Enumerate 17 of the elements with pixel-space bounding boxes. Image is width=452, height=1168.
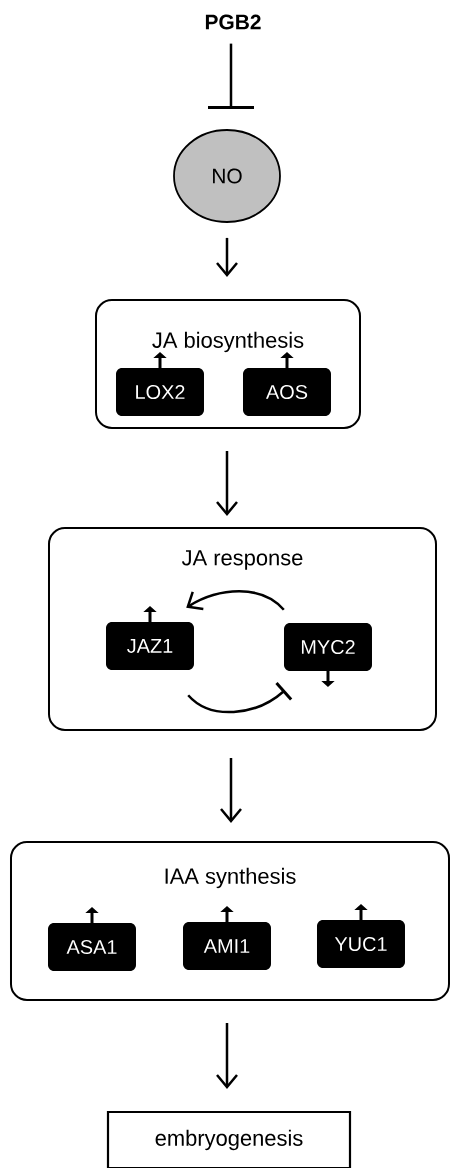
arrow [186,590,285,611]
outcome-box: embryogenesis [106,1110,352,1168]
gene-box: AMI1 [183,922,271,970]
arrow [208,43,254,110]
gene-box: JAZ1 [106,622,194,670]
gene-box: LOX2 [116,368,204,416]
arrow [216,1023,238,1089]
arrow [216,237,238,277]
arrow [216,451,238,516]
gene-box: ASA1 [48,923,136,971]
arrow [220,758,242,823]
gene-box: AOS [243,368,331,416]
ellipse-node: NO [173,129,281,223]
arrow [187,682,293,714]
gene-box: YUC1 [317,920,405,968]
gene-label: PGB2 [205,14,261,30]
gene-box: MYC2 [284,623,372,671]
